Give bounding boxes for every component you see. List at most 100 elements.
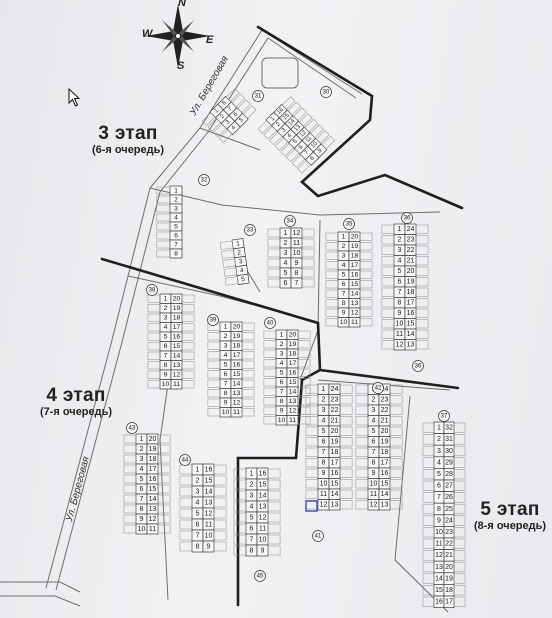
lot-number: 5 (280, 370, 284, 377)
lot-number: 7 (250, 536, 254, 543)
lot-number: 17 (407, 300, 415, 307)
lot-number: 12 (173, 372, 181, 379)
lot-yard (179, 530, 193, 541)
lot-number: 8 (224, 390, 228, 397)
lot-yard (241, 351, 255, 360)
lot-yard (207, 408, 221, 417)
compass-icon (146, 4, 210, 68)
lot-number: 6 (322, 439, 326, 446)
lot-yard (213, 475, 227, 486)
lot-number: 18 (407, 289, 415, 296)
lot-number: 18 (381, 449, 389, 456)
lot-number: 10 (310, 141, 319, 150)
lot-yard (156, 222, 171, 231)
lot-number: 11 (396, 331, 403, 338)
lot-number: 6 (174, 232, 178, 239)
lot-yard (301, 228, 315, 238)
block-number-badge (320, 86, 332, 98)
lot-yard (339, 468, 353, 478)
lot-number: 13 (289, 398, 297, 405)
lot-yard (241, 341, 255, 350)
lot-number: 22 (445, 541, 453, 548)
lot-yard (305, 416, 319, 426)
lot-yard (224, 276, 239, 286)
lot-yard (241, 322, 255, 331)
lot-yard (157, 434, 171, 444)
block-number-badge (252, 90, 264, 102)
lot-yard (213, 530, 227, 541)
lot-number: 19 (445, 575, 453, 582)
lot-yard (147, 342, 161, 351)
lot-yard (123, 474, 137, 484)
lot-yard (305, 426, 319, 436)
lot-number: 14 (288, 118, 297, 127)
lot-yard (179, 486, 193, 497)
lot-yard (339, 489, 353, 499)
lot-number: 15 (289, 379, 297, 386)
lot-number: 22 (407, 247, 415, 254)
lot-yard (422, 561, 435, 573)
lot-number: 8 (164, 362, 168, 369)
lot-number: 16 (381, 470, 389, 477)
lot-yard (422, 585, 435, 596)
lot-yard (207, 341, 221, 350)
lot-yard (422, 480, 435, 491)
lot-yard (325, 299, 339, 308)
lot-number: 1 (270, 116, 277, 123)
block-number-42: 42 (375, 385, 382, 391)
lot-yard (263, 397, 277, 406)
lot-yard (157, 514, 171, 524)
block-number-badge (264, 317, 276, 329)
lot-yard (453, 480, 466, 491)
block-number-33: 33 (247, 227, 254, 233)
lot-number: 10 (320, 481, 328, 488)
lot-yard (305, 405, 319, 415)
block-number-badge (372, 382, 384, 394)
lot-yard (263, 126, 277, 140)
lot-number: 3 (224, 343, 228, 350)
lot-number: 11 (305, 135, 313, 143)
lot-yard (381, 245, 395, 255)
lot-yard (263, 406, 277, 415)
lot-yard (241, 379, 255, 388)
lot-number: 8 (309, 155, 316, 162)
lot-yard (123, 514, 137, 524)
lot-number: 20 (407, 268, 415, 275)
lot-yard (267, 523, 281, 534)
lot-yard (355, 384, 369, 394)
lot-yard (233, 512, 247, 523)
lot-yard (389, 468, 403, 478)
lot-number: 13 (149, 506, 157, 513)
block-number-badge (343, 218, 355, 230)
lot-yard (218, 129, 233, 143)
lot-number: 16 (407, 310, 415, 317)
lot-number: 18 (445, 587, 453, 594)
lot-number: 14 (435, 575, 443, 582)
lot-number: 10 (293, 250, 301, 257)
lot-number: 1 (164, 296, 168, 303)
lot-number: 5 (372, 428, 376, 435)
lot-number: 15 (407, 321, 415, 328)
lot-number: 31 (445, 436, 453, 443)
lot-yard (359, 242, 373, 251)
block-number-37: 37 (441, 413, 448, 419)
lot-yard (213, 464, 227, 475)
lot-yard (263, 416, 277, 425)
lot-number: 3 (281, 127, 288, 134)
lot-number: 12 (299, 130, 308, 139)
lot-number: 4 (250, 503, 254, 510)
lot-number: 10 (222, 409, 230, 416)
block-number-36: 36 (415, 363, 422, 369)
lot-number: 9 (207, 543, 211, 550)
lot-yard (286, 148, 300, 163)
lot-number: 15 (331, 481, 339, 488)
lot-yard (156, 204, 171, 213)
lot-yard (213, 497, 227, 508)
lot-yard (415, 256, 429, 266)
lot-number: 5 (174, 223, 178, 230)
